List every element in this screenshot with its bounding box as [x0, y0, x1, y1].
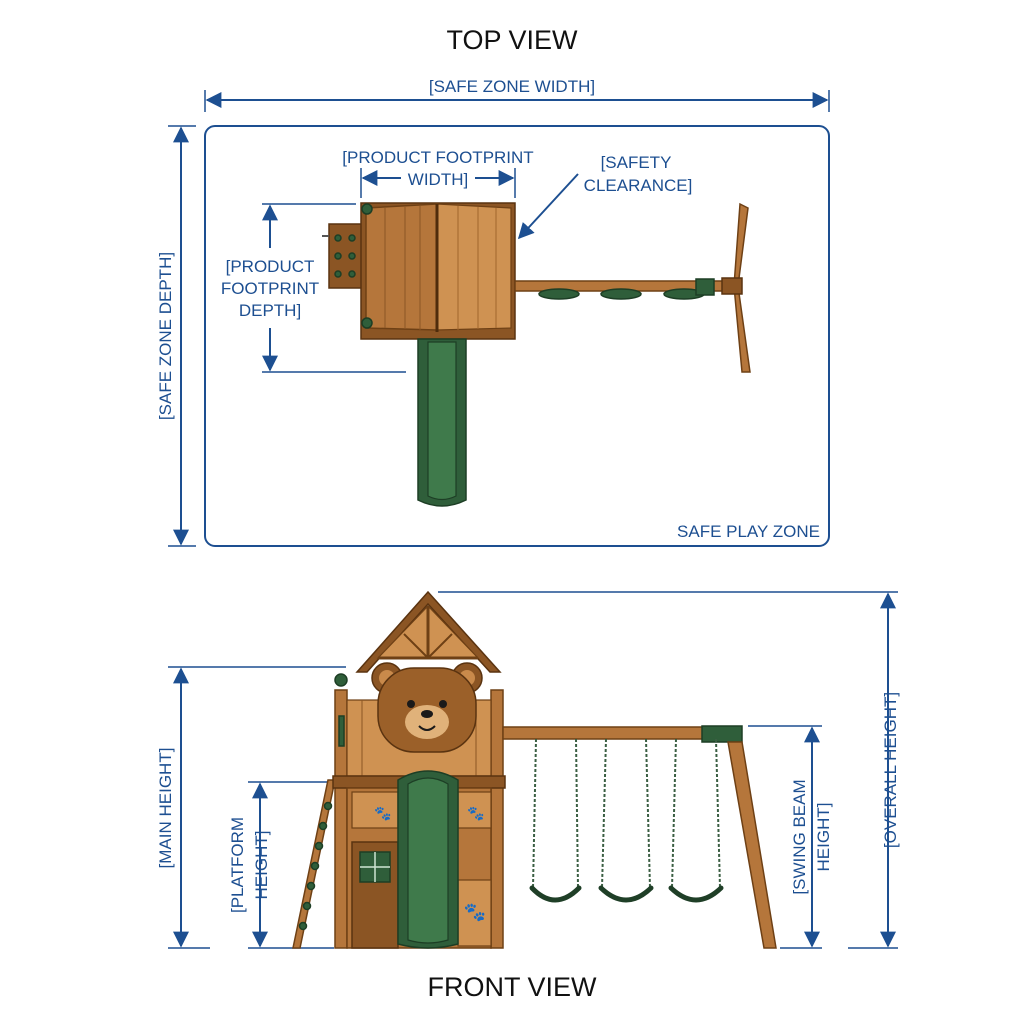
footprint-depth-dimension: [PRODUCT FOOTPRINT DEPTH]: [221, 203, 406, 373]
playset-top-view: [322, 202, 751, 507]
paw-print-icon-right: 🐾: [467, 806, 484, 822]
safety-clearance-label-line2: CLEARANCE]: [584, 176, 693, 195]
safe-zone-depth-label: [SAFE ZONE DEPTH]: [156, 252, 175, 420]
bear-face-panel: [371, 662, 483, 753]
footprint-width-label-line2: WIDTH]: [408, 170, 468, 189]
main-height-label: [MAIN HEIGHT]: [156, 748, 175, 869]
platform-height-label-line2: HEIGHT]: [252, 831, 271, 900]
climbing-rope-ladder: [292, 779, 336, 949]
footprint-depth-label-line1: [PRODUCT: [226, 257, 315, 276]
swing-beam-height-dimension: [SWING BEAM HEIGHT]: [748, 725, 833, 949]
footprint-width-dimension: [PRODUCT FOOTPRINT WIDTH]: [342, 148, 534, 198]
tower-roof-top: [360, 202, 516, 340]
safety-clearance-callout: [SAFETY CLEARANCE]: [517, 153, 693, 240]
overall-height-dimension: [OVERALL HEIGHT]: [438, 591, 900, 949]
swing-beam-height-label-line1: [SWING BEAM: [790, 779, 809, 894]
slide-top: [417, 338, 467, 507]
safe-zone-depth-dimension: [SAFE ZONE DEPTH]: [156, 125, 196, 547]
swing-set-front: [502, 725, 777, 949]
safe-zone-width-dimension: [SAFE ZONE WIDTH]: [204, 74, 830, 112]
safety-clearance-label-line1: [SAFETY: [601, 153, 672, 172]
footprint-width-label-line1: [PRODUCT FOOTPRINT: [342, 148, 533, 167]
playset-front-view: 🐾 🐾 🐾: [292, 590, 777, 949]
safe-play-zone-label: SAFE PLAY ZONE: [677, 522, 820, 541]
tower-structure: 🐾 🐾 🐾: [332, 673, 506, 949]
top-view-title: TOP VIEW: [446, 25, 578, 55]
slide-front: [397, 770, 459, 949]
swing-beam-height-label-line2: HEIGHT]: [814, 803, 833, 872]
paw-print-icon-lower: 🐾: [464, 902, 486, 923]
paw-print-icon-left: 🐾: [374, 806, 391, 822]
tower-roof-gable: [355, 590, 502, 673]
climbing-wall-top: [322, 223, 364, 289]
main-height-dimension: [MAIN HEIGHT]: [156, 666, 346, 949]
safe-zone-width-label: [SAFE ZONE WIDTH]: [429, 77, 595, 96]
overall-height-label: [OVERALL HEIGHT]: [881, 692, 900, 848]
front-view-title: FRONT VIEW: [427, 972, 597, 1002]
footprint-depth-label-line2: FOOTPRINT: [221, 279, 319, 298]
footprint-depth-label-line3: DEPTH]: [239, 301, 301, 320]
platform-height-label-line1: [PLATFORM: [228, 817, 247, 913]
safe-play-zone-boundary: [204, 125, 830, 547]
platform-height-dimension: [PLATFORM HEIGHT]: [228, 781, 334, 949]
swing-beam-top: [514, 202, 751, 373]
